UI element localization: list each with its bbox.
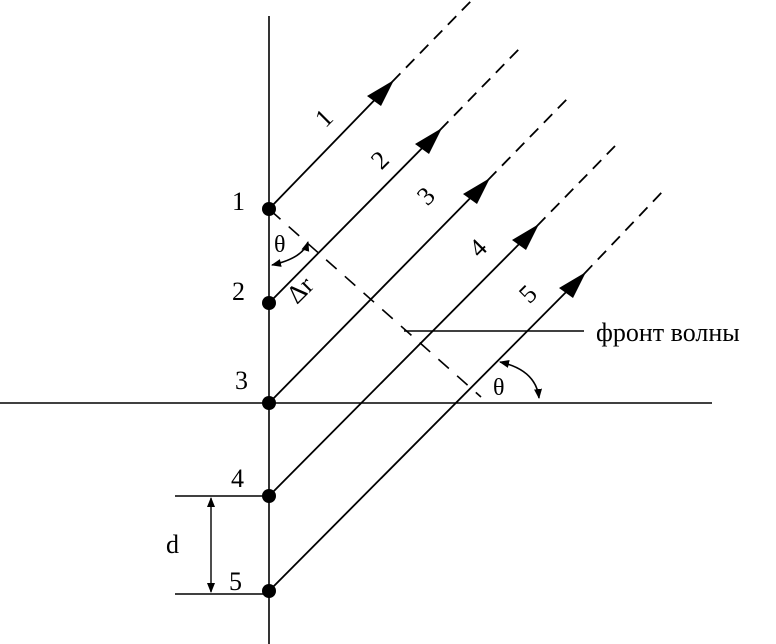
- ray-4-arrowhead: [512, 224, 539, 250]
- element-label-4: 4: [231, 464, 244, 493]
- element-label-3: 3: [235, 366, 248, 395]
- wavefront-line: [269, 209, 482, 398]
- ray-4-dashed: [536, 145, 616, 227]
- ray-4: [268, 225, 538, 497]
- ray-3-dashed: [487, 97, 569, 181]
- element-label-2: 2: [232, 277, 245, 306]
- theta-bottom-arc: [499, 360, 543, 399]
- ray-2-arrowhead: [415, 128, 442, 154]
- wavefront-label: фронт волны: [596, 318, 740, 347]
- ray-2-dashed: [439, 47, 521, 131]
- ray-1-arrowhead: [367, 80, 394, 106]
- rays: [268, 0, 665, 592]
- ray-3: [268, 179, 489, 404]
- element-dot-2: [262, 296, 276, 310]
- ray-label-3: 3: [411, 181, 441, 211]
- ray-1: [268, 81, 393, 210]
- element-dot-5: [262, 584, 276, 598]
- element-label-1: 1: [232, 187, 245, 216]
- element-dot-1: [262, 202, 276, 216]
- path-difference-label: Δr: [281, 271, 320, 310]
- ray-1-dashed: [391, 0, 473, 83]
- ray-label-1: 1: [309, 103, 339, 133]
- element-dot-3: [262, 396, 276, 410]
- spacing-label: d: [166, 530, 179, 559]
- ray-3-arrowhead: [463, 178, 490, 204]
- ray-label-5: 5: [513, 279, 543, 309]
- ray-5-arrowhead: [559, 272, 586, 298]
- ray-label-4: 4: [463, 233, 493, 263]
- ray-5-dashed: [583, 189, 665, 275]
- element-label-5: 5: [229, 567, 242, 596]
- theta-bottom-label: θ: [493, 375, 505, 401]
- theta-top-label: θ: [274, 232, 286, 258]
- ray-5: [268, 273, 585, 592]
- theta-top-arc: [271, 241, 310, 267]
- ray-2: [268, 129, 441, 304]
- ray-label-2: 2: [365, 145, 395, 175]
